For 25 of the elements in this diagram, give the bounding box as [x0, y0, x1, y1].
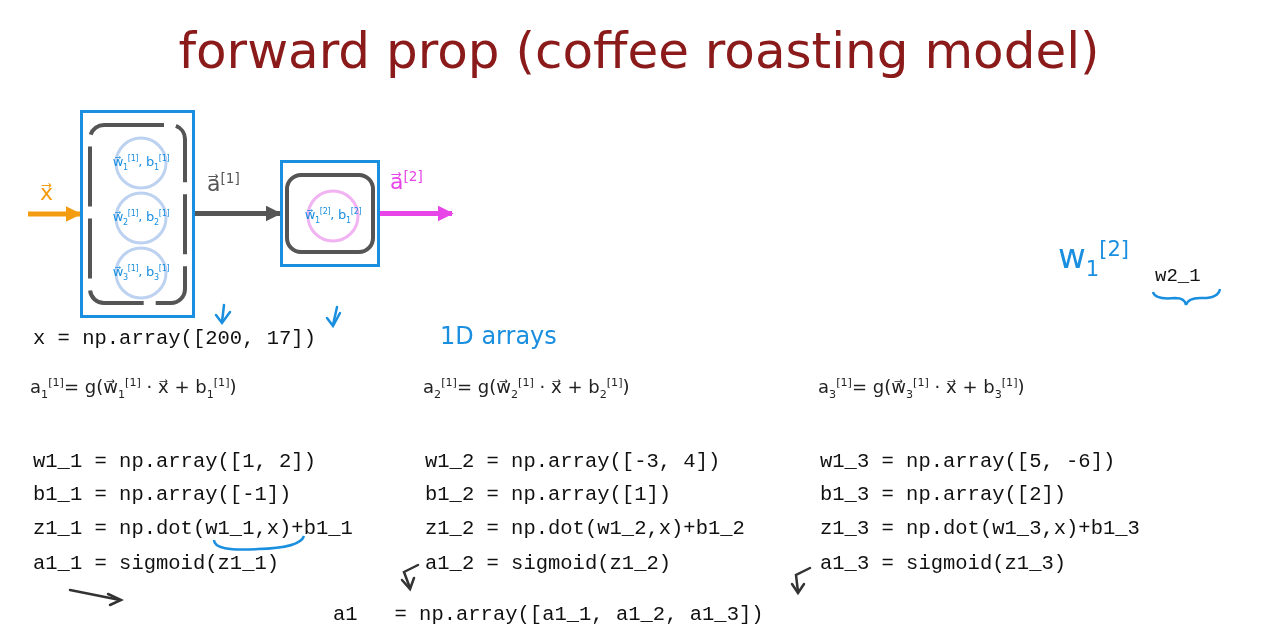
code-line: w1_2 = np.array([-3, 4]) — [425, 450, 721, 473]
arrow — [195, 205, 282, 222]
code-line: x = np.array([200, 17]) — [33, 327, 316, 350]
code-line: b1_3 = np.array([2]) — [820, 483, 1067, 506]
code-text: w2_1 — [1155, 265, 1201, 287]
code-line: a1_1 = sigmoid(z1_1) — [33, 552, 280, 575]
code-line: a1_3 = sigmoid(z1_3) — [820, 552, 1067, 575]
code-line: a1_2 = sigmoid(z1_2) — [425, 552, 672, 575]
code-line: a1 = np.array([a1_1, a1_2, a1_3]) — [333, 603, 764, 626]
arrow — [28, 206, 82, 222]
code-line: b1_2 = np.array([1]) — [425, 483, 672, 506]
equation: a$_{1}$$^{[1]}$= g(w⃗$_{1}$$^{[1]}$ · x⃗ + b$_{1}$$^{[1]}$) — [30, 376, 237, 401]
code-line: w1_3 = np.array([5, -6]) — [820, 450, 1116, 473]
code-line: z1_3 = np.dot(w1_3,x)+b1_3 — [820, 517, 1140, 540]
layer-box — [280, 160, 380, 267]
equation: a$_{2}$$^{[1]}$= g(w⃗$_{2}$$^{[1]}$ · x⃗ + b$_{2}$$^{[1]}$) — [423, 376, 630, 401]
equation: a$_{3}$$^{[1]}$= g(w⃗$_{3}$$^{[1]}$ · x⃗ + b$_{3}$$^{[1]}$) — [818, 376, 1025, 401]
title: forward prop (coffee roasting model) — [177, 22, 1101, 80]
code-line: z1_2 = np.dot(w1_2,x)+b1_2 — [425, 517, 745, 540]
arrow — [380, 205, 454, 222]
code-line: w1_1 = np.array([1, 2]) — [33, 450, 316, 473]
layer-box — [80, 110, 195, 318]
code-line: z1_1 = np.dot(w1_1,x)+b1_1 — [33, 517, 353, 540]
code-line: b1_1 = np.array([-1]) — [33, 483, 292, 506]
handwritten-note: 1D arrays — [440, 322, 557, 350]
